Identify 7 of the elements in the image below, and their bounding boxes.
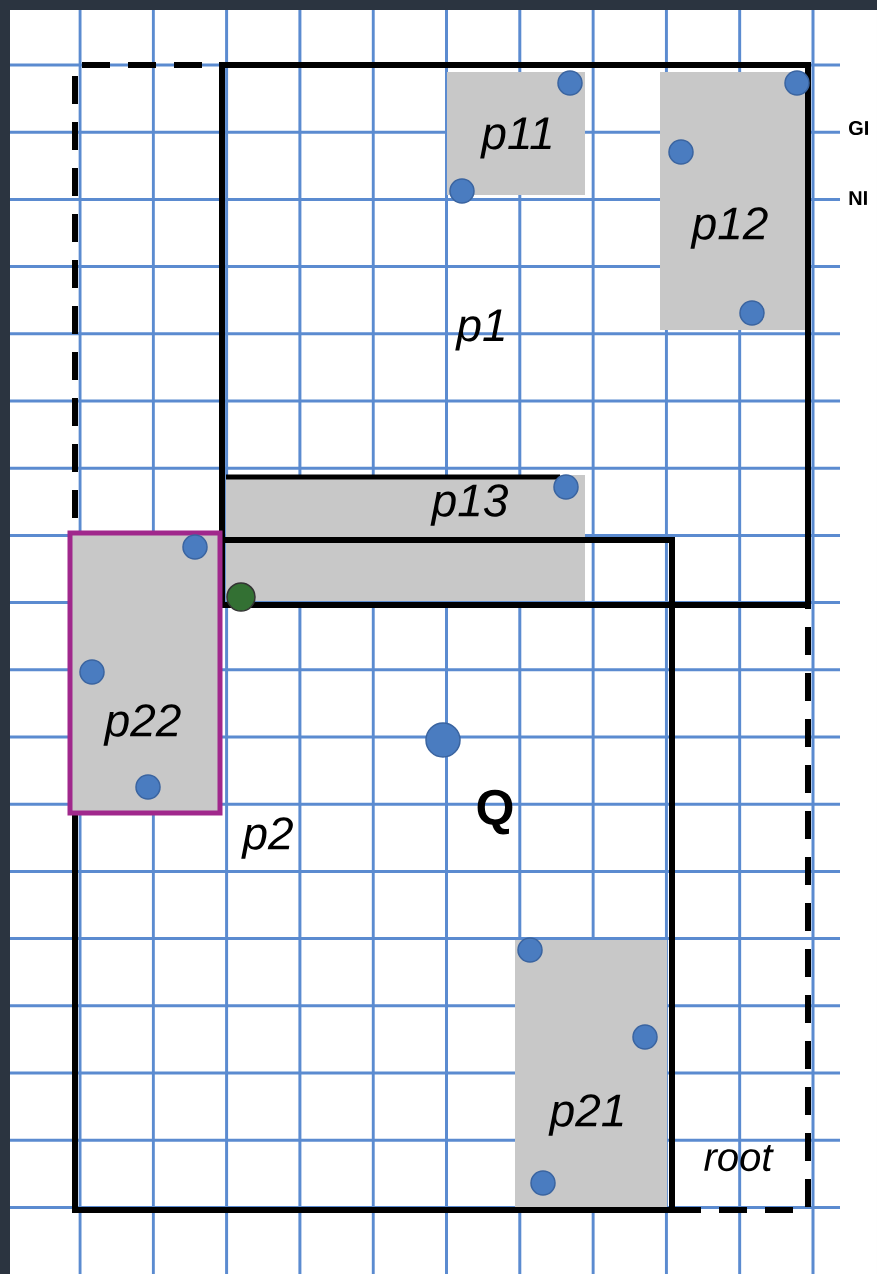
leaf-box: p13 (226, 474, 585, 601)
leaf-box: p21 (515, 940, 667, 1207)
side-label: NI (849, 191, 867, 205)
highlighted-leaf-box: p22 (67, 530, 223, 816)
side-label: GI (849, 120, 868, 136)
leaf-box: p12 (660, 72, 805, 330)
leaf-box: p11 (447, 72, 585, 195)
